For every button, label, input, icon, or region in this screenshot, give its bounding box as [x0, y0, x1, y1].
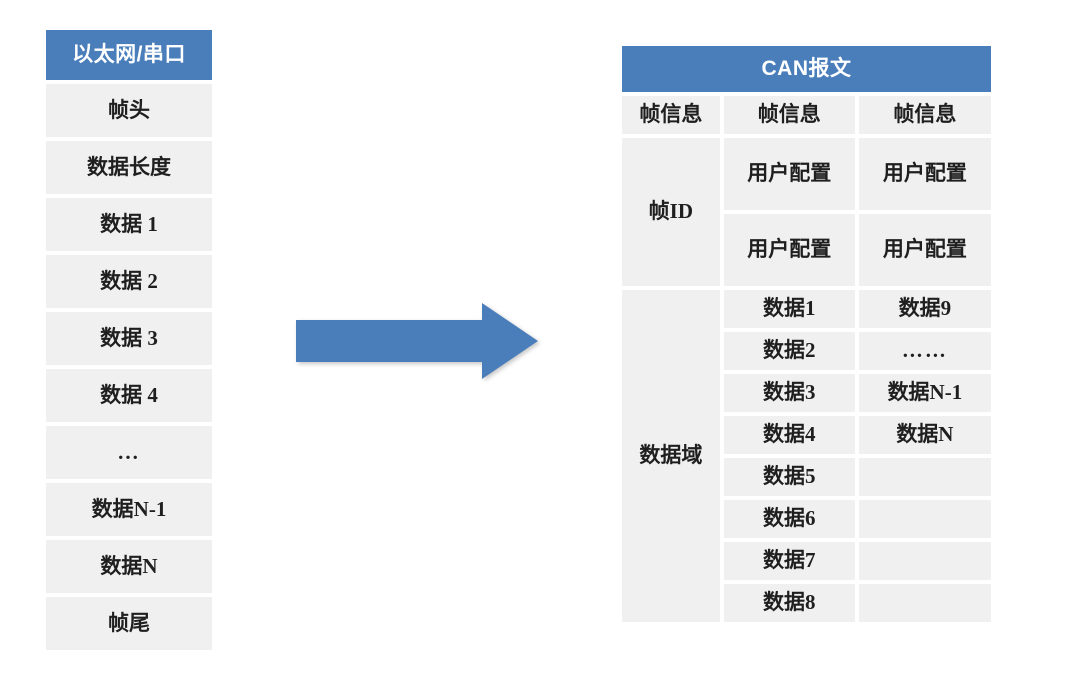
left-row-frame-tail: 帧尾 [44, 595, 214, 652]
right-cell-data-5: 数据5 [721, 456, 857, 498]
right-cell-data-4: 数据4 [721, 414, 857, 456]
table-row: 数据4 数据N [620, 414, 993, 456]
right-table-header: CAN报文 [620, 44, 993, 94]
right-cell-frame-info-col1: 帧信息 [620, 94, 722, 136]
table-row: 数据长度 [44, 139, 214, 196]
table-row: CAN报文 [620, 44, 993, 94]
right-cell-data-field-label: 数据域 [620, 288, 722, 624]
right-cell-frame-id-label: 帧ID [620, 136, 722, 288]
right-cell-data-8: 数据8 [721, 582, 857, 624]
table-row: 数据5 [620, 456, 993, 498]
table-row: 数据3 数据N-1 [620, 372, 993, 414]
right-cell-empty-3 [856, 540, 993, 582]
right-cell-frame-info-col3: 帧信息 [856, 94, 993, 136]
right-cell-empty-4 [856, 582, 993, 624]
right-cell-empty-1 [856, 456, 993, 498]
table-row: 数据N [44, 538, 214, 595]
table-row: 数据6 [620, 498, 993, 540]
left-row-data-1: 数据 1 [44, 196, 214, 253]
right-cell-data-2: 数据2 [721, 330, 857, 372]
left-row-data-n: 数据N [44, 538, 214, 595]
left-row-frame-head: 帧头 [44, 82, 214, 139]
right-cell-user-config-2: 用户配置 [856, 136, 993, 212]
right-cell-user-config-3: 用户配置 [721, 212, 857, 288]
left-row-data-4: 数据 4 [44, 367, 214, 424]
table-row: 数据7 [620, 540, 993, 582]
table-row: 以太网/串口 [44, 28, 214, 82]
right-cell-data-7: 数据7 [721, 540, 857, 582]
right-cell-data-6: 数据6 [721, 498, 857, 540]
table-row: 帧尾 [44, 595, 214, 652]
left-row-data-3: 数据 3 [44, 310, 214, 367]
table-row: 用户配置 用户配置 [620, 212, 993, 288]
right-arrow-icon [292, 300, 542, 382]
left-table-header: 以太网/串口 [44, 28, 214, 82]
right-cell-data-9: 数据9 [856, 288, 993, 330]
right-cell-frame-info-col2: 帧信息 [721, 94, 857, 136]
table-row: 数据域 数据1 数据9 [620, 288, 993, 624]
table-row: 数据2 …… [620, 330, 993, 372]
right-cell-empty-2 [856, 498, 993, 540]
table-row: 数据N-1 [44, 481, 214, 538]
table-row: 数据 3 [44, 310, 214, 367]
right-cell-data-n: 数据N [856, 414, 993, 456]
right-cell-user-config-1: 用户配置 [721, 136, 857, 212]
left-row-data-2: 数据 2 [44, 253, 214, 310]
right-cell-data-1: 数据1 [721, 288, 857, 330]
can-message-table: CAN报文 帧信息 帧信息 帧信息 帧ID 用户配置 用户配置 用户配置 用户配… [620, 44, 993, 624]
table-row: 数据 4 [44, 367, 214, 424]
table-row: 帧信息 帧信息 帧信息 [620, 94, 993, 136]
left-row-data-length: 数据长度 [44, 139, 214, 196]
table-row: 数据8 [620, 582, 993, 624]
ethernet-serial-frame-table: 以太网/串口 帧头 数据长度 数据 1 数据 2 数据 3 数据 4 ... [44, 28, 214, 652]
table-row: ... [44, 424, 214, 481]
right-cell-user-config-4: 用户配置 [856, 212, 993, 288]
table-row: 数据 1 [44, 196, 214, 253]
right-cell-data-n-minus-1: 数据N-1 [856, 372, 993, 414]
right-cell-ellipsis: …… [856, 330, 993, 372]
table-row: 帧ID 用户配置 用户配置 [620, 136, 993, 288]
table-row: 帧头 [44, 82, 214, 139]
right-cell-data-3: 数据3 [721, 372, 857, 414]
left-row-data-n-minus-1: 数据N-1 [44, 481, 214, 538]
left-row-ellipsis: ... [44, 424, 214, 481]
table-row: 数据 2 [44, 253, 214, 310]
